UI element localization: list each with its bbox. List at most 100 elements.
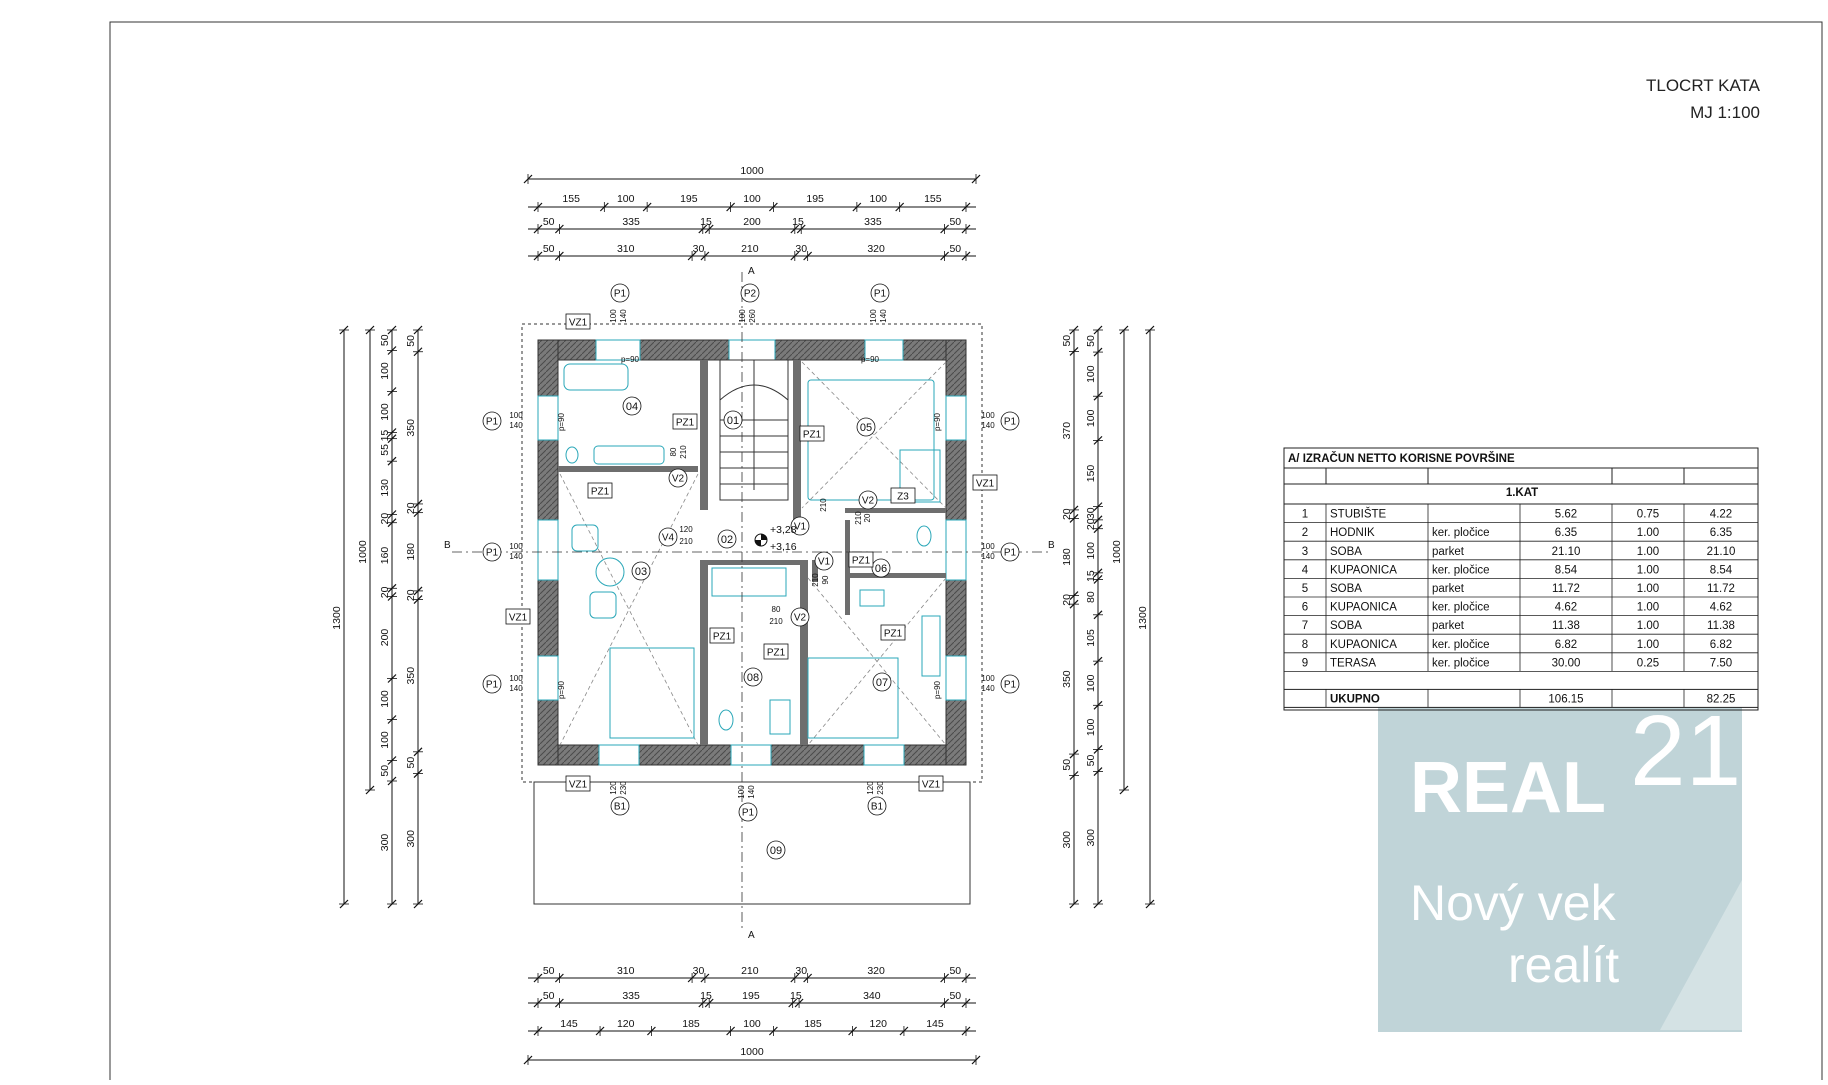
dim-right-r2-4: 30 (1085, 507, 1097, 519)
table-row-name: TERASA (1330, 657, 1376, 669)
dim-right-r2-3: 150 (1085, 465, 1097, 483)
table-row-area: 5.62 (1555, 509, 1577, 521)
dim-bot-r3-2: 185 (682, 1018, 700, 1030)
table-total-label: UKUPNO (1330, 693, 1380, 705)
table-row-no: 3 (1302, 546, 1308, 558)
mark-vz1-top-left-box (565, 313, 591, 330)
dim-right-r2-9: 105 (1085, 629, 1097, 647)
ws-b1-left-230: 230 (619, 781, 628, 795)
mark-v1-lower-circle (814, 551, 834, 571)
table-row-coef: 1.00 (1637, 620, 1659, 632)
dim-bot-r2-3: 195 (742, 990, 760, 1002)
sanitary-fixtures (563, 363, 941, 739)
dim-top-r3-2: 30 (693, 243, 705, 255)
dim-left-r3-1: 350 (405, 419, 417, 437)
mark-p1-bottom-circle (738, 802, 758, 822)
table-row-no: 4 (1302, 564, 1309, 576)
mark-pz1-06: PZ1 (852, 556, 871, 567)
mark-p1-top-left-circle (610, 283, 630, 303)
mark-vz1-right: VZ1 (976, 479, 995, 490)
table-section: 1.KAT (1506, 487, 1538, 499)
table-row-net: 4.22 (1710, 509, 1732, 521)
ws-b1-right-230: 230 (876, 781, 885, 795)
table-row-net: 6.35 (1710, 527, 1732, 539)
mark-vz1-bottom-left: VZ1 (569, 780, 588, 791)
dim-bot-r2-6: 50 (949, 990, 961, 1002)
table-row-name: KUPAONICA (1330, 564, 1397, 576)
mark-v2-left: V2 (672, 474, 685, 485)
dim-bot-r1-5: 320 (867, 965, 885, 977)
mark-p1-right-3: P1 (1004, 680, 1017, 691)
room-marker-08 (743, 667, 763, 687)
dim-right-r1-2: 20 (1061, 508, 1073, 520)
mark-pz1-03-box (587, 482, 613, 499)
table-total-area: 106.15 (1548, 693, 1583, 705)
ws-left-1-100: 100 (509, 411, 523, 420)
room-label-04: 04 (626, 401, 638, 413)
room-marker-06 (871, 558, 891, 578)
dim-top-r3-1: 310 (617, 243, 635, 255)
ws-b1-right-120: 120 (866, 781, 875, 795)
table-row-finish: parket (1432, 546, 1465, 558)
dim-bot-r1-2: 30 (693, 965, 705, 977)
table-row-no: 9 (1302, 657, 1308, 669)
table-row-coef: 1.00 (1637, 583, 1659, 595)
dim-top-r3-6: 50 (949, 243, 961, 255)
mark-p1-right-2: P1 (1004, 548, 1017, 559)
dim-bot-r1-0: 50 (543, 965, 555, 977)
mark-p1-right-1: P1 (1004, 417, 1017, 428)
room-label-09: 09 (770, 845, 782, 857)
ws-v2r-20: 20 (863, 513, 872, 522)
ws-v1l-210: 210 (811, 573, 820, 587)
dim-top-r2-5: 335 (864, 216, 882, 228)
parapet-top: p=90 (861, 355, 880, 364)
mark-pz1-08b: PZ1 (767, 648, 786, 659)
dim-bot-r1-3: 210 (741, 965, 759, 977)
mark-p1-left-1-circle (482, 411, 502, 431)
table-total-net: 82.25 (1707, 693, 1736, 705)
dim-left-r2-7: 160 (379, 547, 391, 565)
dim-top-r1-0: 155 (562, 193, 580, 205)
mark-p1-bottom: P1 (742, 808, 755, 819)
dim-right-r2-2: 100 (1085, 409, 1097, 427)
ws-left-3-100: 100 (509, 674, 523, 683)
table-row-net: 11.72 (1707, 583, 1735, 595)
dim-left-r2-13: 300 (379, 834, 391, 852)
mark-p2-top: P2 (744, 289, 757, 300)
dim-bot-r3-1: 120 (617, 1018, 635, 1030)
ws-v4-210: 210 (679, 537, 693, 546)
dim-left-sub: 1000 (357, 540, 369, 564)
dim-right-r1-6: 50 (1061, 759, 1073, 771)
section-mark-a-top: A (748, 266, 755, 277)
dim-left-r2-5: 130 (379, 479, 391, 497)
parapet-right-2: p=90 (933, 680, 942, 699)
table-row-coef: 1.00 (1637, 639, 1659, 651)
dim-left-r3-4: 20 (405, 589, 417, 601)
dim-top-overall: 1000 (740, 165, 764, 177)
table-row-net: 6.82 (1710, 639, 1732, 651)
table-row-finish: ker. pločice (1432, 602, 1490, 614)
mark-p1-top-right: P1 (874, 289, 887, 300)
table-row-no: 2 (1302, 527, 1308, 539)
mark-p2-top-circle (740, 283, 760, 303)
table-row-coef: 1.00 (1637, 564, 1659, 576)
mark-v2-lower-circle (790, 607, 810, 627)
roof-overhang (521, 323, 983, 783)
dim-bot-r2-2: 15 (700, 990, 712, 1002)
mark-vz1-right-box (972, 474, 998, 491)
dim-right-r2-1: 100 (1085, 365, 1097, 383)
mark-pz1-04-box (672, 413, 698, 430)
room-label-08: 08 (747, 672, 759, 684)
dim-bot-r3-5: 120 (869, 1018, 887, 1030)
dim-top-r3-4: 30 (795, 243, 807, 255)
table-row-finish: parket (1432, 620, 1465, 632)
ws-left-1-140: 140 (509, 421, 523, 430)
dim-bot-r3-3: 100 (743, 1018, 761, 1030)
section-mark-a-bottom: A (748, 930, 755, 941)
room-marker-07 (872, 672, 892, 692)
mark-p1-left-2: P1 (486, 548, 499, 559)
ws-v2r-210: 210 (854, 511, 863, 525)
ws-top-left-100: 100 (609, 309, 618, 323)
